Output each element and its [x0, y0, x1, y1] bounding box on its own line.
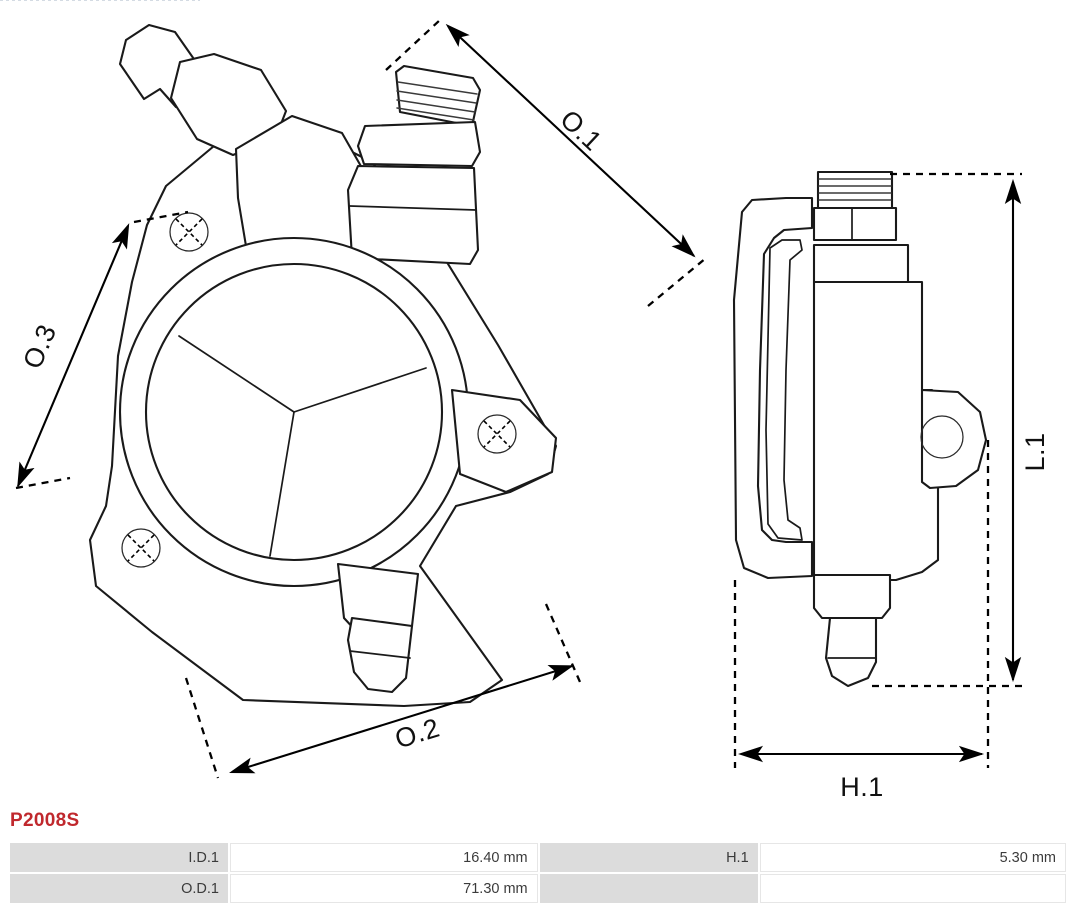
dimension-h1: H.1 [733, 440, 990, 800]
spec-value-id1: 16.40 mm [230, 843, 538, 872]
side-view-body-block [812, 280, 940, 582]
front-view-threaded-port [346, 64, 482, 266]
top-hairline [0, 0, 200, 1]
dimension-label-o1: O.1 [554, 104, 607, 157]
dimension-o2: O.2 [184, 603, 582, 779]
dimension-label-o2: O.2 [391, 712, 443, 754]
dimension-l1: L.1 [872, 172, 1050, 688]
side-view [732, 170, 988, 688]
dimension-label-o3: O.3 [17, 320, 62, 373]
table-row: I.D.1 16.40 mm H.1 5.30 mm [10, 843, 1066, 872]
side-view-outlet-spigot [812, 573, 892, 688]
spec-label-empty [539, 874, 758, 903]
front-view-upper-bolt-hole [169, 212, 209, 252]
spec-value-empty [759, 874, 1066, 903]
spec-value-h1: 5.30 mm [759, 843, 1066, 872]
table-row: O.D.1 71.30 mm [10, 874, 1066, 903]
spec-label-h1: H.1 [539, 843, 758, 872]
side-view-threaded-port [812, 170, 910, 284]
part-number: P2008S [10, 810, 80, 831]
side-view-cover-lip [732, 196, 814, 580]
technical-drawing-canvas: O.1 O.3 O.2 [15, 19, 1050, 800]
dimension-label-l1: L.1 [1020, 432, 1050, 471]
spec-label-od1: O.D.1 [10, 874, 228, 903]
front-view [88, 23, 558, 708]
front-view-right-mounting-ear [450, 388, 558, 494]
front-view-three-spoke-web [178, 335, 427, 557]
side-view-mounting-lug [920, 388, 988, 490]
spec-value-od1: 71.30 mm [230, 874, 538, 903]
front-view-upper-bracket [118, 23, 288, 157]
specification-table: I.D.1 16.40 mm H.1 5.30 mm O.D.1 71.30 m… [8, 841, 1068, 905]
dimension-label-h1: H.1 [840, 772, 884, 800]
spec-label-id1: I.D.1 [10, 843, 228, 872]
front-view-lower-bolt-hole [121, 528, 161, 568]
